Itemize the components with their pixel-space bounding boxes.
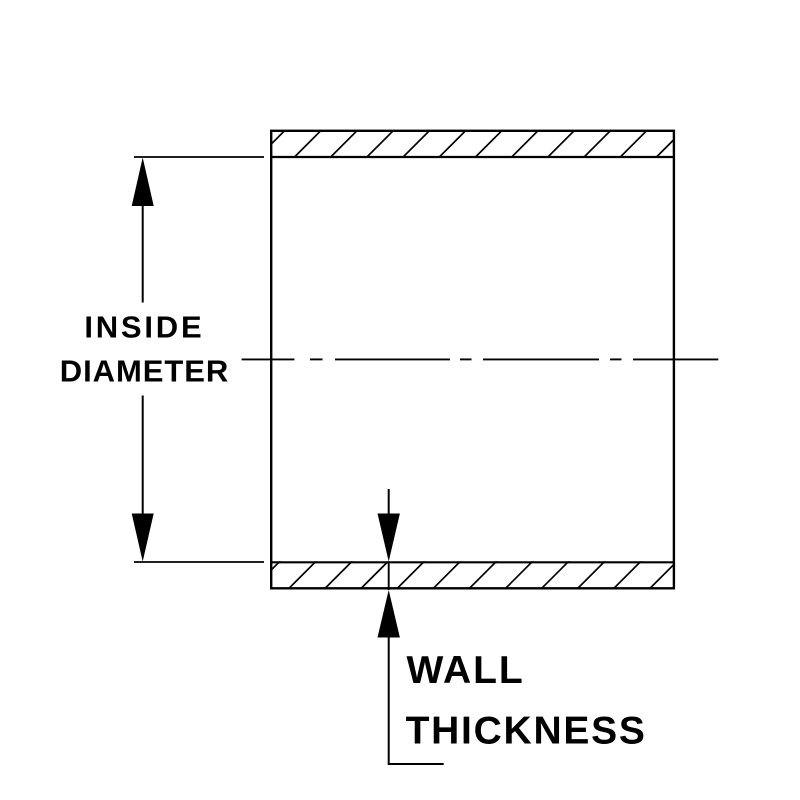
svg-text:THICKNESS: THICKNESS [406, 710, 647, 753]
svg-text:DIAMETER: DIAMETER [60, 354, 230, 389]
svg-text:WALL: WALL [407, 649, 525, 692]
svg-text:INSIDE: INSIDE [84, 310, 204, 345]
